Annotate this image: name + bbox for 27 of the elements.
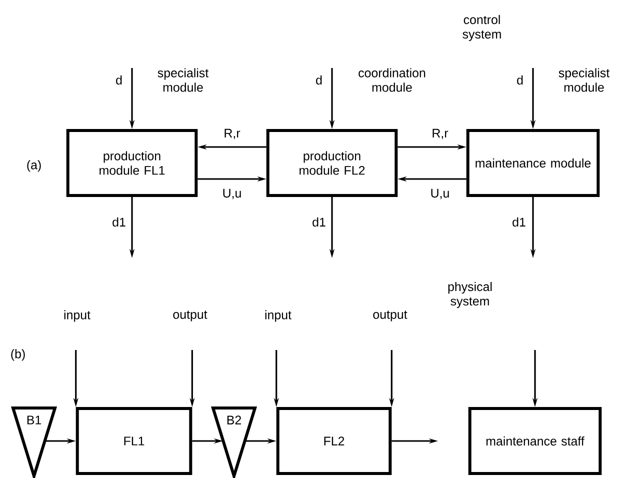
edge-label: d xyxy=(316,75,322,85)
module-box: FL2 xyxy=(276,407,392,475)
edge-label: U,u xyxy=(431,188,449,200)
edge-label: R,r xyxy=(432,128,448,140)
note-label: input xyxy=(265,310,292,322)
note-label: (a) xyxy=(27,160,41,172)
edge-label: R,r xyxy=(224,128,240,140)
note-label: specialist module xyxy=(558,68,610,92)
module-box: FL1 xyxy=(76,407,192,475)
module-box: maintenance staff xyxy=(468,407,602,475)
note-label: output xyxy=(173,310,208,322)
module-box: maintenance module xyxy=(466,129,600,197)
edge-label: d xyxy=(517,75,523,85)
note-label: input xyxy=(64,310,90,322)
note-label: coordination module xyxy=(358,68,426,92)
edge-label: d1 xyxy=(512,217,526,227)
edge-label: d1 xyxy=(112,217,126,227)
note-label: (b) xyxy=(11,349,25,361)
note-label: output xyxy=(373,310,408,322)
note-label: physical system xyxy=(448,282,492,308)
edge-label: d xyxy=(116,75,122,85)
edge-label: d1 xyxy=(312,217,326,227)
edge-label: U,u xyxy=(223,188,241,200)
module-box: production module FL2 xyxy=(266,129,398,197)
module-box: production module FL1 xyxy=(66,129,198,197)
note-label: specialist module xyxy=(158,68,209,92)
note-label: control system xyxy=(462,14,501,42)
